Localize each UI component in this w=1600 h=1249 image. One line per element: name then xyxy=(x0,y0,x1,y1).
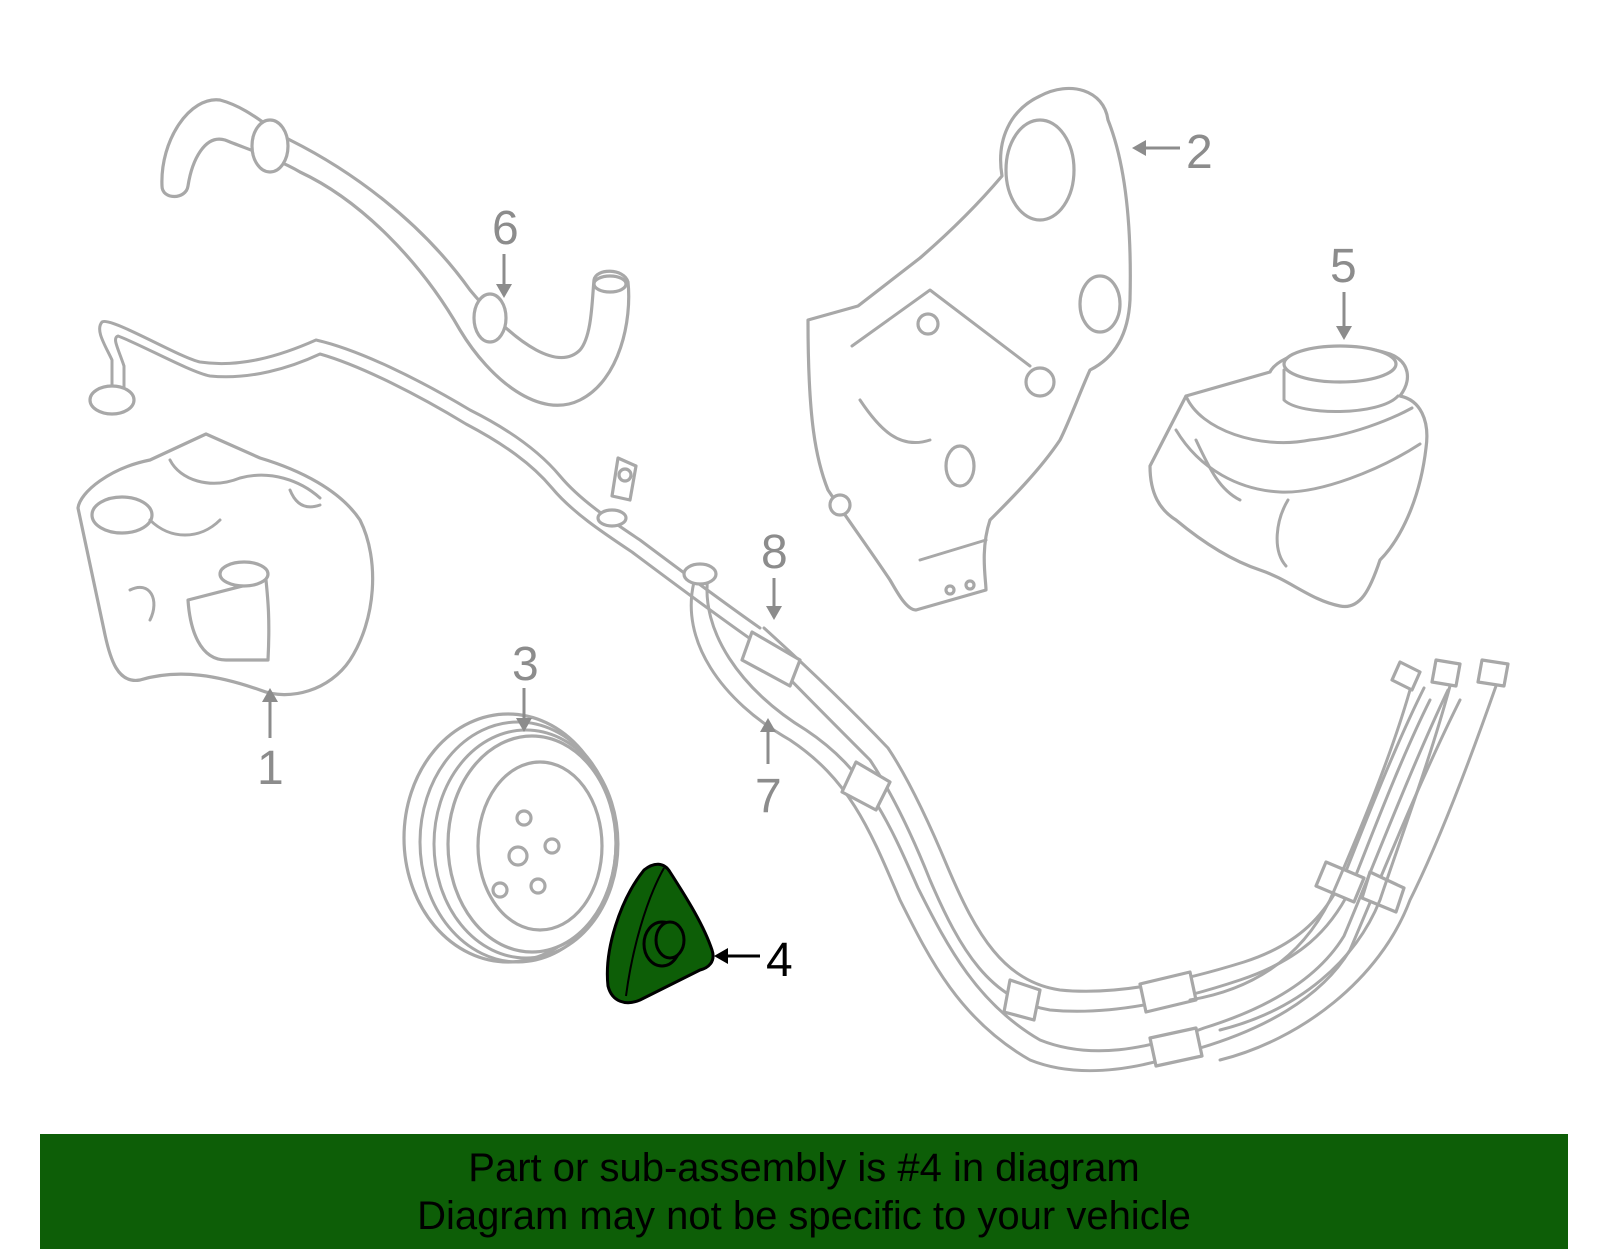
part-2-bracket[interactable] xyxy=(806,86,1132,612)
part-1-pump[interactable] xyxy=(76,432,375,697)
svg-text:7: 7 xyxy=(755,770,782,823)
svg-text:8: 8 xyxy=(761,526,788,579)
callout-6: 6 xyxy=(492,202,519,298)
callout-7: 7 xyxy=(755,718,782,823)
svg-text:1: 1 xyxy=(257,742,284,795)
callout-2: 2 xyxy=(1132,126,1213,179)
svg-text:2: 2 xyxy=(1186,126,1213,179)
pressure-line[interactable] xyxy=(88,320,762,642)
part-7-return-hose[interactable] xyxy=(682,562,1510,1073)
callout-5: 5 xyxy=(1330,240,1357,340)
banner-line-2: Diagram may not be specific to your vehi… xyxy=(417,1193,1191,1238)
part-4-highlighted[interactable] xyxy=(605,862,715,1005)
svg-text:4: 4 xyxy=(766,934,793,987)
info-banner: Part or sub-assembly is #4 in diagram Di… xyxy=(40,1134,1568,1249)
svg-text:5: 5 xyxy=(1330,240,1357,293)
callout-1: 1 xyxy=(257,688,284,795)
part-6-hose[interactable] xyxy=(160,98,631,407)
callout-4: 4 xyxy=(714,934,793,987)
part-5-reservoir[interactable] xyxy=(1148,344,1429,609)
callout-8: 8 xyxy=(761,526,788,620)
callout-3: 3 xyxy=(512,638,539,732)
svg-text:3: 3 xyxy=(512,638,539,691)
svg-text:6: 6 xyxy=(492,202,519,255)
banner-line-1: Part or sub-assembly is #4 in diagram xyxy=(468,1145,1140,1190)
part-3-pulley[interactable] xyxy=(402,712,620,964)
